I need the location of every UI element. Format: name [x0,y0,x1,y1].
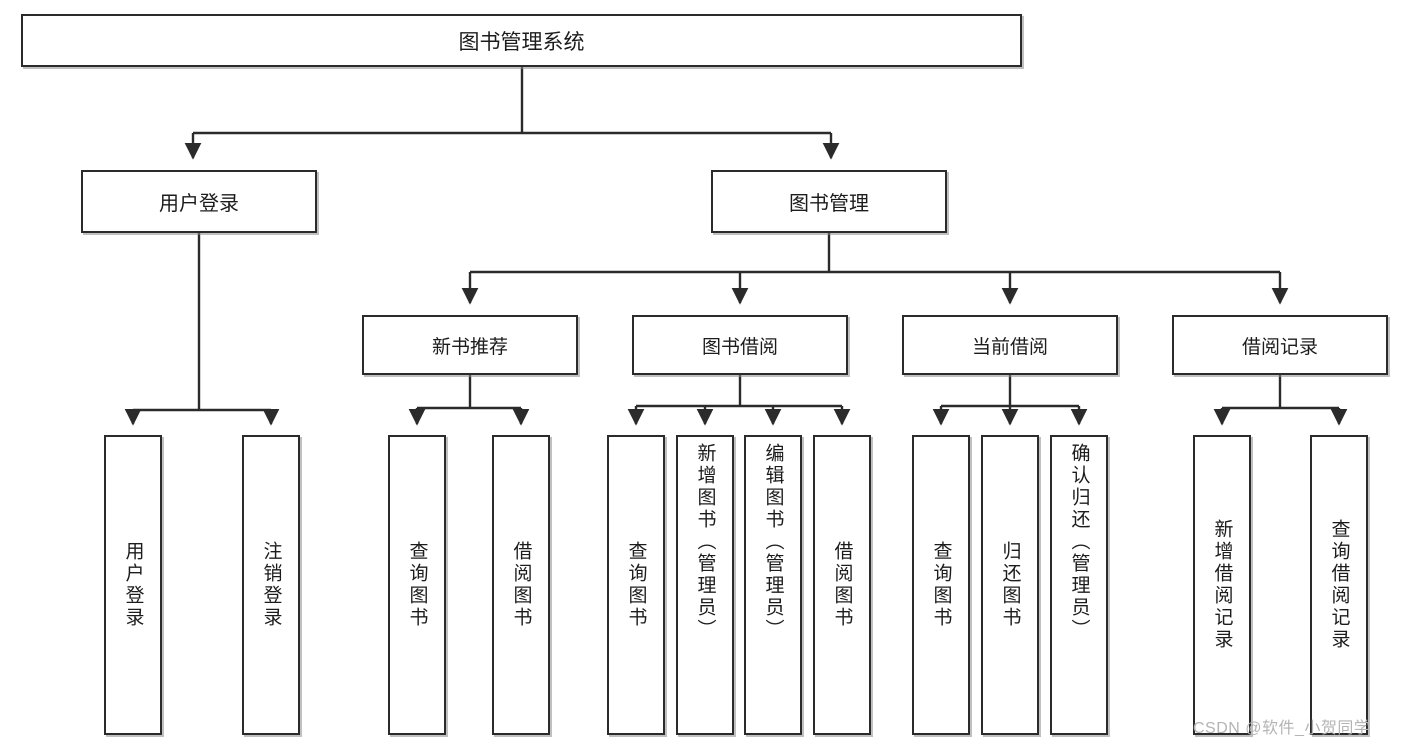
node-label: 当前借阅 [971,336,1048,358]
node-book-management[interactable]: 图书管理 [711,170,947,233]
node-label: 图书管理系统 [458,30,585,54]
leaf-label: 借阅图书 [510,541,532,629]
leaf-confirm-return-admin[interactable]: 确认归还（管理员） [1050,435,1108,735]
leaf-query-borrow-record[interactable]: 查询借阅记录 [1310,435,1368,735]
leaf-label: 用户登录 [122,541,144,629]
leaf-add-book-admin[interactable]: 新增图书（管理员） [676,435,734,735]
leaf-user-logout[interactable]: 注销登录 [242,435,300,735]
leaf-borrow-book-2[interactable]: 借阅图书 [813,435,871,735]
leaf-label: 查询图书 [625,541,647,629]
leaf-label: 注销登录 [260,541,282,629]
leaf-label: 查询图书 [406,541,428,629]
node-current-borrow[interactable]: 当前借阅 [902,315,1118,375]
leaf-query-book-2[interactable]: 查询图书 [607,435,665,735]
leaf-label: 新增借阅记录 [1211,519,1233,651]
leaf-add-borrow-record[interactable]: 新增借阅记录 [1193,435,1251,735]
leaf-label: 查询图书 [930,541,952,629]
node-label: 图书管理 [789,193,869,215]
leaf-user-login[interactable]: 用户登录 [104,435,162,735]
node-borrow-record[interactable]: 借阅记录 [1172,315,1388,375]
leaf-query-book-1[interactable]: 查询图书 [388,435,446,735]
leaf-label: 归还图书 [999,541,1021,629]
leaf-label: 新增图书（管理员） [694,443,716,641]
node-label: 用户登录 [159,193,239,215]
node-new-book-recommend[interactable]: 新书推荐 [362,315,578,375]
leaf-borrow-book-1[interactable]: 借阅图书 [492,435,550,735]
leaf-label: 编辑图书（管理员） [762,443,784,641]
leaf-return-book[interactable]: 归还图书 [981,435,1039,735]
leaf-label: 确认归还（管理员） [1068,443,1090,641]
csdn-watermark: CSDN @软件_小贺同学 [1193,720,1371,737]
node-label: 借阅记录 [1241,336,1318,358]
node-book-borrow[interactable]: 图书借阅 [632,315,848,375]
node-label: 图书借阅 [701,336,778,358]
leaf-label: 借阅图书 [831,541,853,629]
leaf-label: 查询借阅记录 [1328,519,1350,651]
node-root-library-system[interactable]: 图书管理系统 [21,14,1022,67]
node-label: 新书推荐 [431,336,508,358]
node-user-login[interactable]: 用户登录 [81,170,317,233]
leaf-edit-book-admin[interactable]: 编辑图书（管理员） [744,435,802,735]
leaf-query-book-3[interactable]: 查询图书 [912,435,970,735]
